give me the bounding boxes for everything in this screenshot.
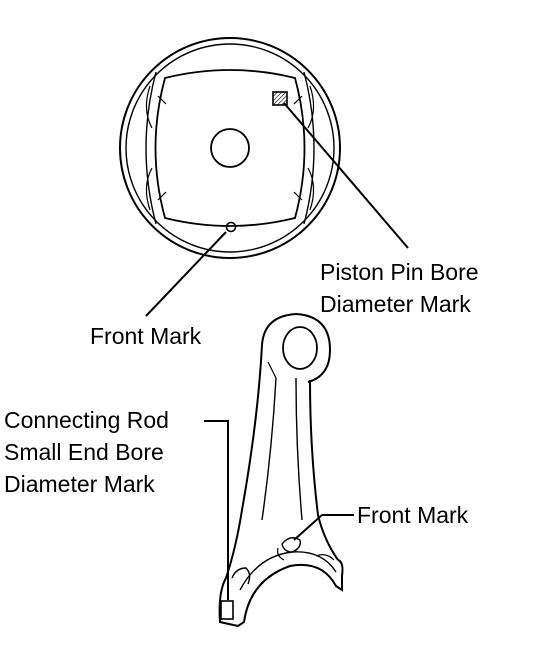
label-line: Diameter Mark — [320, 291, 471, 317]
rod-small-end — [261, 312, 332, 383]
rod-big-end — [218, 559, 344, 628]
label-piston-pin-bore-diameter-mark: Piston Pin Bore Diameter Mark — [320, 256, 479, 320]
piston-outer-rim — [119, 37, 341, 259]
piston-right-relief — [303, 71, 315, 225]
connecting-rod — [218, 312, 344, 628]
label-connecting-rod-small-end-bore-diameter-mark: Connecting Rod Small End Bore Diameter M… — [4, 404, 169, 500]
piston-center-hole — [210, 128, 250, 168]
label-line: Connecting Rod — [4, 407, 169, 433]
piston-pin-bore-mark — [272, 91, 288, 106]
rod-small-end-bore-mark — [220, 600, 234, 620]
leader-line-pin-bore — [283, 102, 409, 249]
piston-inner-rim — [125, 43, 335, 253]
leader-line-front-mark-piston — [145, 231, 227, 317]
label-line: Diameter Mark — [4, 471, 155, 497]
label-line: Front Mark — [90, 323, 202, 349]
piston-left-relief — [145, 71, 157, 225]
piston-front-mark — [225, 221, 237, 233]
rod-small-end-bore — [282, 326, 318, 370]
piston-crown-pocket — [154, 69, 306, 227]
label-line: Piston Pin Bore — [320, 259, 479, 285]
rod-front-mark — [281, 537, 302, 553]
label-line: Small End Bore — [4, 439, 164, 465]
label-line: Front Mark — [357, 502, 469, 528]
piston-top-view — [119, 37, 341, 259]
leader-line-rod-small-end — [204, 420, 229, 600]
label-front-mark-rod: Front Mark — [357, 499, 468, 531]
label-front-mark-piston: Front Mark — [90, 320, 201, 352]
leader-line-front-mark-rod-b — [293, 514, 323, 541]
